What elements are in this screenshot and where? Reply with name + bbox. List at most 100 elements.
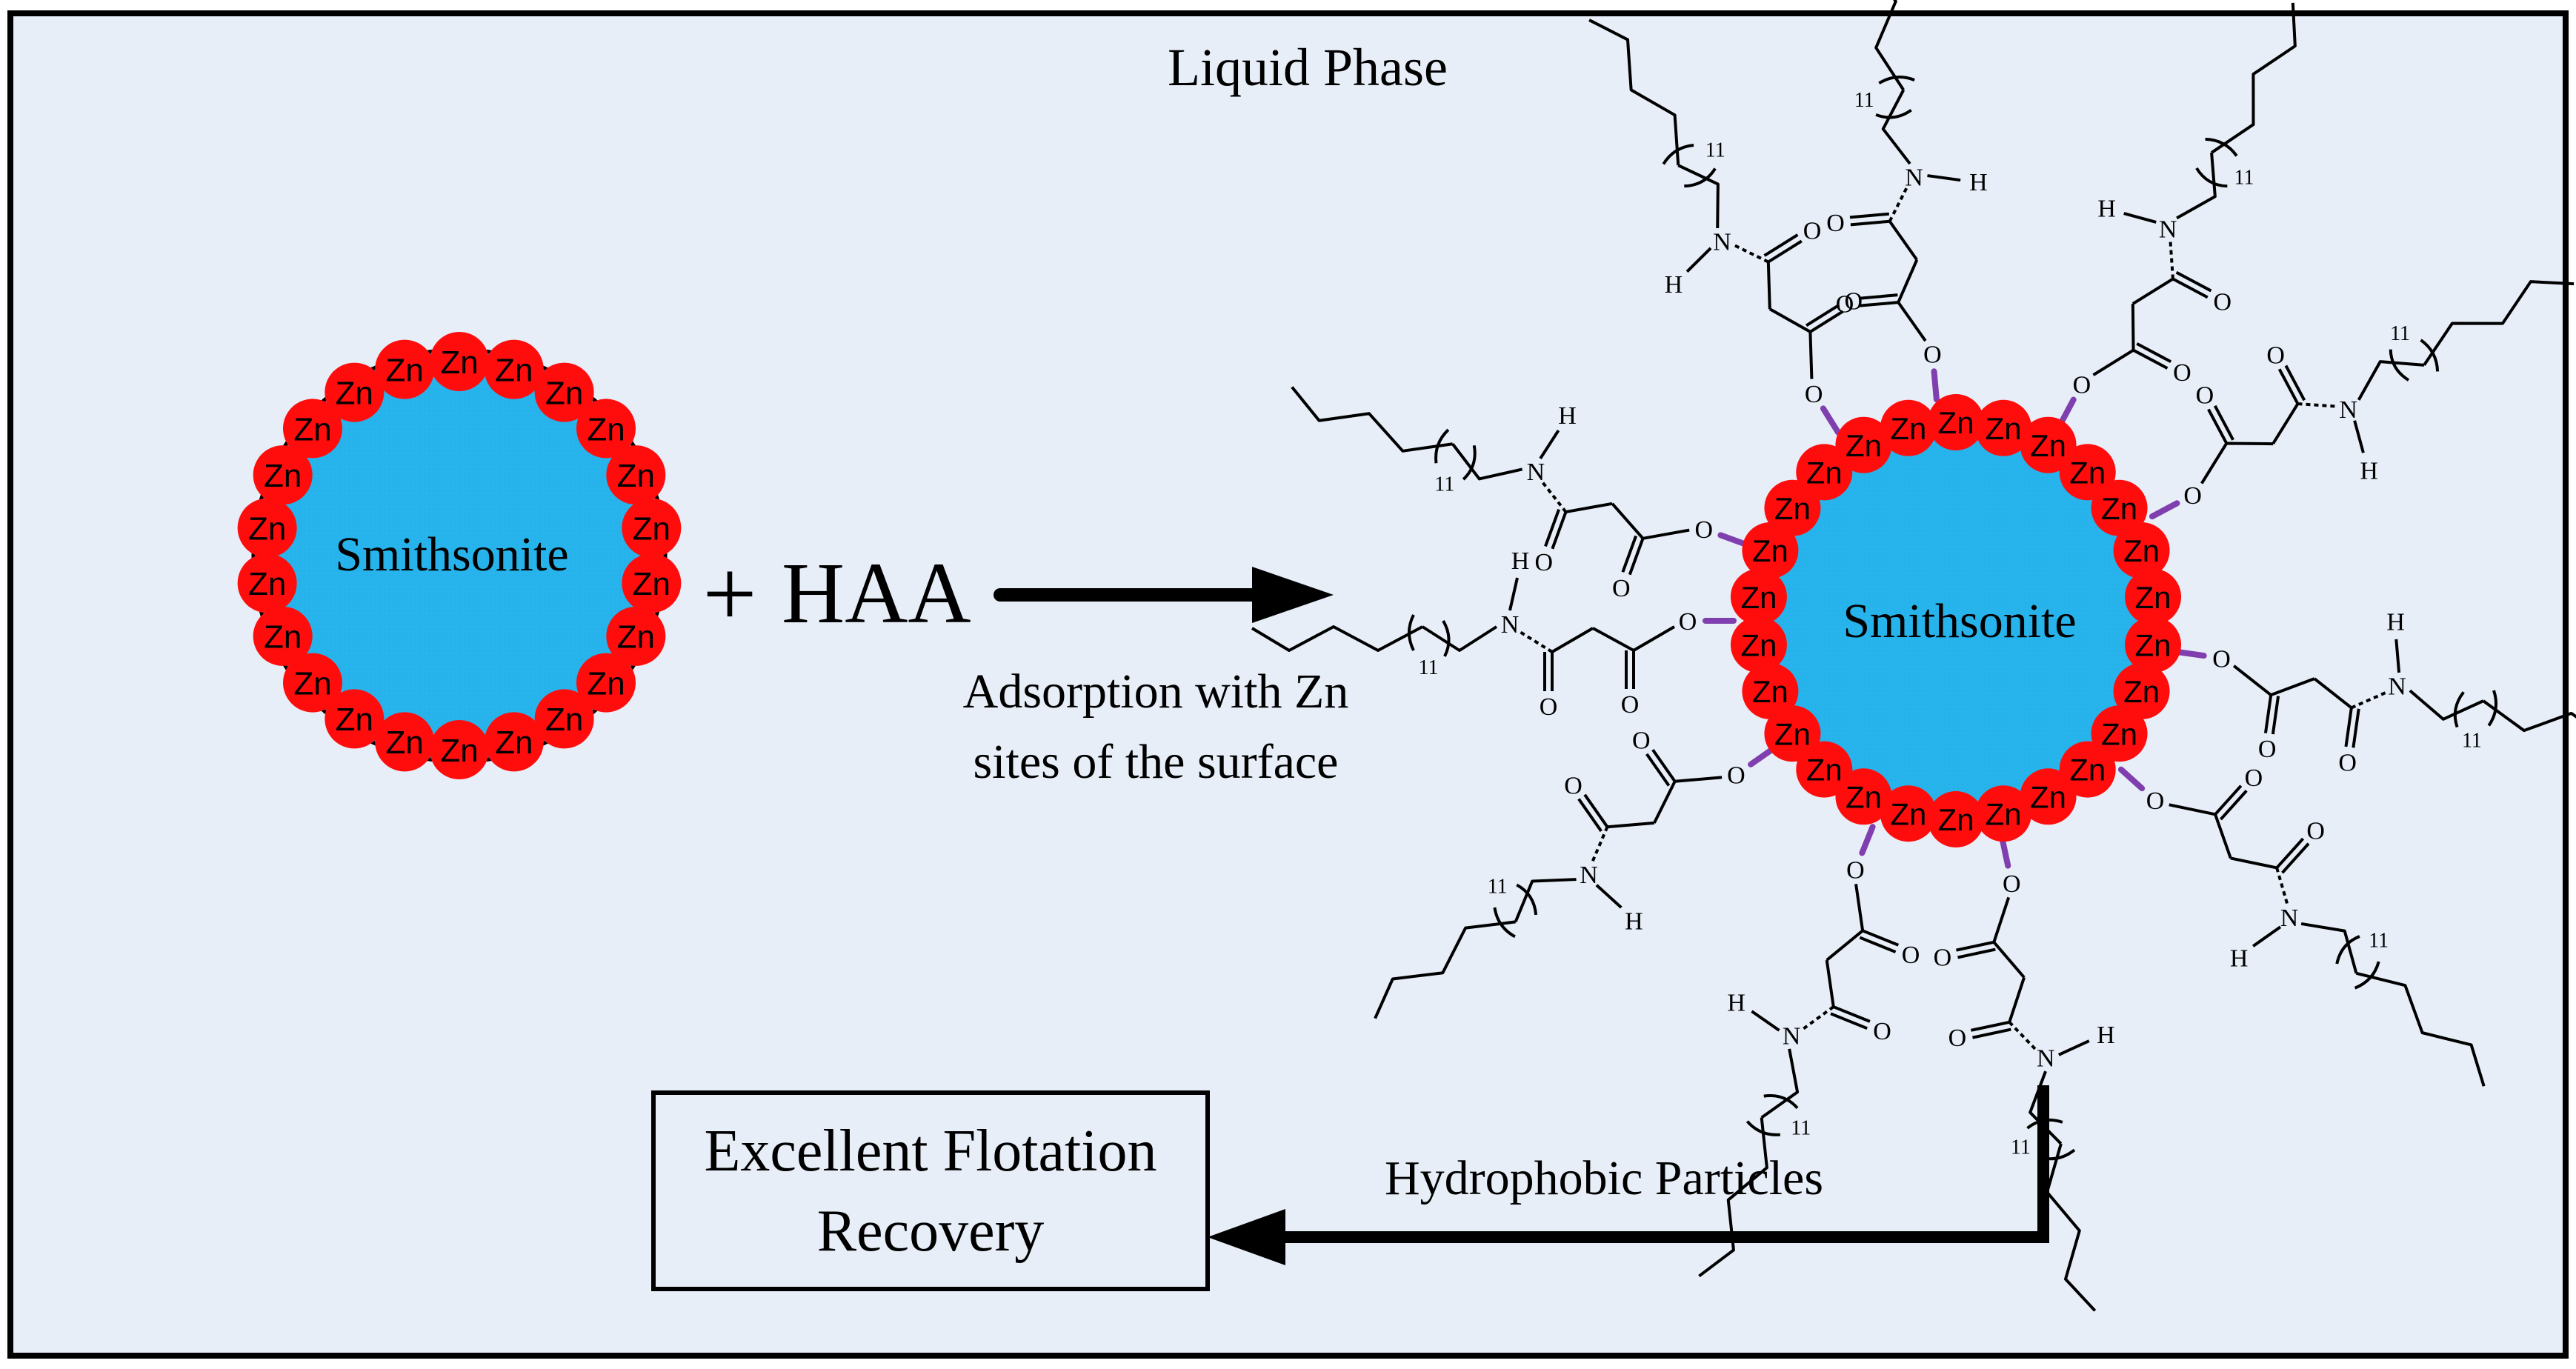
ester-oxygen-atom: O <box>2073 371 2091 399</box>
zn-site: Zn <box>375 712 435 772</box>
hydrogen-atom: H <box>1969 169 1988 196</box>
amide-oxygen-atom: O <box>1564 772 1582 799</box>
zn-site-label: Zn <box>2123 674 2160 709</box>
zn-site: Zn <box>622 553 682 613</box>
result-box: Excellent Flotation Recovery <box>651 1090 1210 1291</box>
zn-site: Zn <box>1928 791 1984 847</box>
zn-site-label: Zn <box>386 725 424 761</box>
hydrogen-atom: H <box>1625 907 1643 935</box>
result-box-line2: Recovery <box>817 1199 1045 1264</box>
zn-site-label: Zn <box>336 702 373 738</box>
chain-repeat-count: 11 <box>1434 473 1454 496</box>
result-arrow <box>1208 1085 2049 1265</box>
zn-site-label: Zn <box>386 352 424 388</box>
chain-repeat-count: 11 <box>2390 322 2410 345</box>
nitrogen-atom: N <box>1501 611 1520 639</box>
zn-site-label: Zn <box>1752 533 1788 568</box>
zn-site-label: Zn <box>2135 627 2171 662</box>
zn-site-label: Zn <box>1986 411 2022 446</box>
zn-site-label: Zn <box>2123 533 2160 568</box>
ester-oxygen-atom: O <box>2183 482 2202 510</box>
hydrogen-atom: H <box>1511 547 1530 575</box>
zn-site-label: Zn <box>248 566 286 602</box>
carbonyl-oxygen-atom: O <box>1845 288 1863 316</box>
zn-o-bond <box>2057 396 2077 428</box>
zn-site: Zn <box>1928 394 1984 450</box>
ester-oxygen-atom: O <box>2003 870 2021 898</box>
zn-site: Zn <box>1835 768 1892 825</box>
nitrogen-atom: N <box>2388 673 2406 701</box>
right-particle-label: Smithsonite <box>1843 594 2076 648</box>
carbonyl-oxygen-atom: O <box>2173 359 2191 387</box>
zn-site-label: Zn <box>264 619 302 656</box>
zn-site-label: Zn <box>440 344 478 381</box>
zn-site: Zn <box>606 606 666 666</box>
zn-site: Zn <box>576 399 636 459</box>
zn-site-label: Zn <box>2135 580 2171 615</box>
hydrogen-atom: H <box>1665 271 1683 299</box>
hydrogen-atom: H <box>2097 195 2116 222</box>
amide-oxygen-atom: O <box>1826 210 1845 237</box>
zn-site-label: Zn <box>1846 428 1882 463</box>
zn-site-label: Zn <box>2069 753 2106 787</box>
zn-site: Zn <box>1764 705 1821 762</box>
carbonyl-oxygen-atom: O <box>1836 290 1854 318</box>
zn-site: Zn <box>1880 785 1937 842</box>
zn-site-label: Zn <box>1740 580 1777 615</box>
zn-site: Zn <box>325 362 385 422</box>
zn-site-label: Zn <box>617 458 655 494</box>
amide-oxygen-atom: O <box>2266 342 2285 369</box>
zn-site: Zn <box>430 332 489 391</box>
zn-site-label: Zn <box>264 458 302 494</box>
hydrogen-atom: H <box>2230 945 2249 972</box>
zn-site: Zn <box>325 689 385 749</box>
zn-site-label: Zn <box>2101 491 2137 526</box>
carbonyl-oxygen-atom: O <box>1621 691 1640 719</box>
ester-oxygen-atom: O <box>2212 645 2231 673</box>
reagent-name: HAA <box>782 544 971 642</box>
carbonyl-oxygen-atom: O <box>2258 736 2277 763</box>
zn-site-label: Zn <box>1752 674 1788 709</box>
zn-site: Zn <box>534 689 594 749</box>
zn-site: Zn <box>253 445 313 505</box>
zn-site-label: Zn <box>1740 627 1777 662</box>
zn-site: Zn <box>1975 785 2032 842</box>
zn-site: Zn <box>1742 663 1799 720</box>
zn-o-bond <box>1999 835 2011 869</box>
zn-site: Zn <box>2125 568 2182 625</box>
zn-site: Zn <box>1730 616 1787 673</box>
zn-site-label: Zn <box>440 733 478 769</box>
chain-repeat-count: 11 <box>2011 1136 2031 1159</box>
zn-site: Zn <box>1742 522 1799 579</box>
zn-site-label: Zn <box>495 725 533 761</box>
hydrogen-atom: H <box>1727 989 1745 1016</box>
zn-site-label: Zn <box>2101 716 2137 751</box>
zn-site-label: Zn <box>1806 456 1843 490</box>
zn-site: Zn <box>2020 768 2077 825</box>
nitrogen-atom: N <box>2339 396 2357 424</box>
carbonyl-oxygen-atom: O <box>1612 575 1631 602</box>
zn-site-label: Zn <box>587 411 625 447</box>
chain-repeat-count: 11 <box>1854 89 1874 112</box>
zn-site-label: Zn <box>495 352 533 388</box>
zn-o-bond <box>2173 648 2207 659</box>
zn-site-label: Zn <box>617 619 655 656</box>
zn-site-label: Zn <box>1937 405 1974 440</box>
zn-site: Zn <box>2020 416 2077 473</box>
amide-oxygen-atom: O <box>1803 218 1822 245</box>
zn-site: Zn <box>484 712 544 772</box>
chain-repeat-count: 11 <box>1791 1116 1811 1139</box>
zn-site: Zn <box>1796 444 1853 501</box>
chain-repeat-count: 11 <box>1419 656 1439 679</box>
zn-site: Zn <box>622 498 682 558</box>
zn-site-label: Zn <box>633 511 670 547</box>
